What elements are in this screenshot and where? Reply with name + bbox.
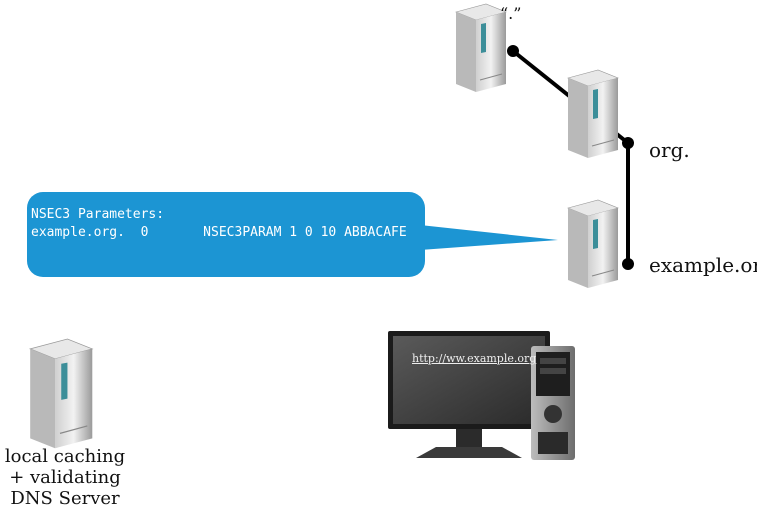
- root-server-icon: [450, 0, 510, 95]
- nsec3-params-bubble: [27, 192, 425, 277]
- root-node-dot: [507, 45, 519, 57]
- resolver-line-2: + validating: [9, 467, 121, 488]
- bubble-line-2: example.org. 0 NSEC3PARAM 1 0 10 ABBACAF…: [31, 225, 407, 240]
- resolver-server-icon: [22, 334, 98, 452]
- resolver-line-3: DNS Server: [10, 488, 120, 509]
- org-label: org.: [649, 138, 690, 162]
- resolver-line-1: local caching: [4, 446, 126, 467]
- nsec3-params-text: NSEC3 Parameters: example.org. 0 NSEC3PA…: [31, 206, 407, 242]
- example-org-label: example.org.: [649, 253, 757, 277]
- root-label: “.”: [500, 4, 522, 23]
- bubble-line-1: NSEC3 Parameters:: [31, 207, 165, 222]
- org-server-icon: [562, 66, 622, 161]
- example-org-server-icon: [562, 196, 622, 291]
- org-node-dot: [622, 137, 634, 149]
- client-computer-icon: [388, 331, 575, 460]
- example-org-node-dot: [622, 258, 634, 270]
- bubble-pointer: [420, 225, 558, 250]
- client-url-link[interactable]: http://ww.example.org: [412, 352, 537, 365]
- resolver-label: local caching + validating DNS Server: [0, 446, 130, 509]
